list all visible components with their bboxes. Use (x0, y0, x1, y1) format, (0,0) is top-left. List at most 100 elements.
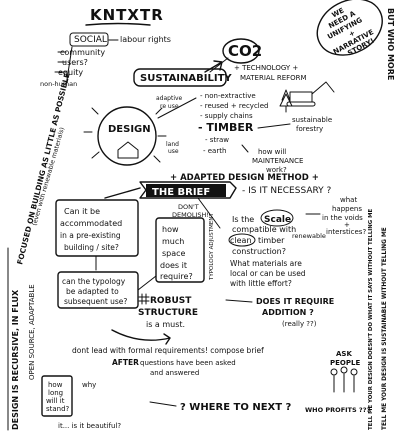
voids-2: happens (332, 205, 362, 213)
scale-circle (260, 209, 294, 227)
how-long-3: will it (46, 397, 65, 405)
how-long-4: stand? (46, 405, 70, 413)
dont-demolish-2: DEMOLISH! (172, 211, 209, 219)
co2-arrow (209, 57, 229, 73)
scale-construction: construction? (232, 247, 286, 256)
person-2-icon (340, 366, 348, 374)
social-label: SOCIAL (74, 35, 107, 45)
addition-3: (really ??) (282, 320, 317, 328)
space-4: does it (160, 261, 187, 270)
title: KNTXTR (90, 6, 164, 24)
maintenance-3: work? (266, 166, 287, 174)
scale-clean: clean (230, 236, 252, 245)
who-profits: WHO PROFITS ??? (305, 406, 370, 414)
left-vertical-recursive: DESIGN IS RECURSIVE, IN FLUX (11, 289, 20, 430)
but-who-more: BUT WHO MORE (386, 8, 395, 80)
design-label: DESIGN (108, 124, 151, 135)
where-next: ? WHERE TO NEXT ? (180, 402, 292, 413)
maintenance-arrow (241, 144, 249, 153)
existing-building-box (55, 199, 139, 257)
voids-4: + (344, 221, 350, 229)
robust-curve-arrow (111, 329, 171, 345)
typology-adjustment: TYPOLOGY ADJUSTMENT (209, 213, 215, 281)
existing-3: in a pre-existing (60, 231, 121, 240)
existing-2: accommodated (60, 219, 122, 228)
materials-q-2: local or can be used (230, 269, 306, 278)
robust-2: STRUCTURE (138, 308, 198, 318)
material-timber: - TIMBER (198, 121, 254, 134)
technology: + TECHNOLOGY + (234, 64, 298, 72)
scale-compatible: compatible with (232, 225, 296, 234)
material-straw: - straw (205, 136, 229, 144)
typology-1: can the typology (62, 277, 126, 286)
typology-3: subsequent use? (64, 297, 127, 306)
material-2: - reused + recycled (200, 102, 269, 110)
after-3: and answered (150, 369, 199, 377)
how-long-2: long (48, 389, 63, 397)
svg-text:+: + (348, 29, 357, 39)
voids-3: in the voids (322, 214, 363, 222)
adaptive-reuse-2: re use (160, 103, 179, 110)
material-1: - non-extractive (200, 92, 256, 100)
beautiful: it... is it beautiful? (58, 422, 121, 430)
voids-5: interstices? (326, 228, 366, 236)
sustainable-forestry-2: forestry (296, 125, 323, 133)
scale-is-the: Is the (232, 215, 254, 224)
voids-1: what (340, 196, 357, 204)
adaptive-reuse-1: adaptive (156, 95, 183, 102)
space-3: space (162, 249, 186, 258)
addition-2: ADDITION ? (262, 308, 314, 317)
person-3-icon (350, 368, 358, 376)
materials-q-3: with little effort? (230, 279, 292, 288)
social-box (69, 32, 109, 47)
non-human: non-human (40, 80, 77, 88)
design-circle (97, 106, 157, 166)
typology-2: be adapted to (66, 287, 119, 296)
materials-q-1: What materials are (230, 259, 302, 268)
land-use-1: land (166, 141, 179, 148)
adapted-design-method: + ADAPTED DESIGN METHOD + (170, 173, 319, 183)
typology-arrow (137, 275, 157, 291)
community: community (60, 48, 105, 57)
right-vertical-2: TELL ME YOUR DESIGN IS SUSTAINABLE WITHO… (382, 227, 388, 430)
ask-people-2: PEOPLE (330, 359, 360, 367)
clean-circle (228, 233, 256, 247)
robust-hash (138, 293, 150, 305)
addition-1: DOES IT REQUIRE (256, 297, 334, 306)
formal-requirements: dont lead with formal requirements! comp… (72, 346, 264, 355)
scale-renewable: renewable (292, 232, 326, 240)
dont-demolish-1: DON'T (178, 203, 199, 211)
arrow-to-sustainability (204, 60, 223, 73)
how-long-box (41, 375, 73, 417)
tree-icon (279, 89, 293, 113)
existing-1: Can it be (64, 207, 100, 216)
space-1: how (162, 225, 179, 234)
equity: equity (58, 68, 83, 77)
design-rays (83, 107, 167, 163)
robust-3: is a must. (146, 320, 185, 329)
sustainable-forestry-1: sustainable (292, 116, 332, 124)
sustainability-box (133, 68, 227, 87)
left-vertical-open-source: OPEN SOURCE, ADAPTABLE (28, 284, 36, 380)
brief-banner-fill (146, 184, 226, 197)
title-underline (85, 22, 151, 26)
material-reform: MATERIAL REFORM (240, 74, 307, 82)
timber-arrow (257, 123, 291, 129)
maintenance-1: how will (258, 148, 286, 156)
unifying-story: WE NEED A UNIFYING + NARRATIVE STORY! (316, 0, 383, 58)
design-to-list-arrow (157, 97, 197, 119)
how-long-1: how (48, 381, 63, 389)
brief-necessary: - IS IT NECESSARY ? (242, 186, 332, 196)
existing-4: building / site? (64, 243, 119, 252)
right-vertical-1: TELL ME YOUR DESIGN DOESN'T DO WHAT IT S… (368, 209, 374, 430)
space-5: require? (160, 272, 193, 281)
co2-circle (222, 38, 260, 64)
where-next-arrow (149, 401, 177, 407)
material-3: - supply chains (200, 112, 253, 120)
space-box (155, 217, 205, 283)
ask-people-1: ASK (336, 350, 352, 358)
person-1-icon (330, 368, 338, 376)
sustainability: SUSTAINABILITY (140, 73, 232, 84)
robust-1: ROBUST (150, 296, 192, 306)
